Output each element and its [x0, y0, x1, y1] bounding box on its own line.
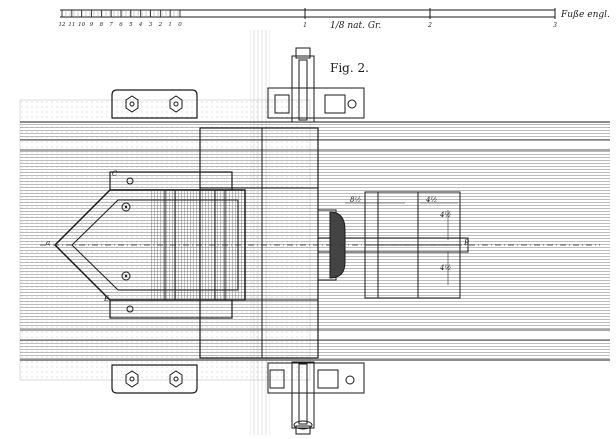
point-label-c: C [112, 170, 118, 178]
lower-beam [20, 339, 610, 361]
bottom-bolt-plate [111, 364, 198, 394]
scale-minor-tick-label: 1 [168, 22, 172, 28]
scale-minor-tick-label: 0 [178, 22, 182, 28]
dimension-lines [345, 202, 458, 285]
scale-minor-tick-label: 7 [109, 22, 113, 28]
top-right-bracket [267, 87, 365, 119]
rivet-icon [121, 202, 131, 212]
scale-minor-tick-label: 11 [68, 22, 75, 28]
tie-rod [291, 47, 315, 435]
figure-label: Fig. 2. [330, 61, 369, 75]
scale-ratio-label: 1/8 nat. Gr. [330, 21, 382, 31]
scale-major-tick-label: 2 [427, 22, 432, 29]
dimension-label-d1: 8½ [350, 196, 362, 204]
scale-minor-tick-label: 2 [158, 22, 163, 28]
rivet-icon [121, 271, 131, 281]
scale-major-tick-label: 3 [553, 22, 557, 29]
scale-unit-label: Fuße engl. [561, 10, 610, 20]
scale-minor-tick-label: 9 [90, 22, 94, 28]
dimension-label-d2: 4½ [426, 196, 438, 204]
hex-nut-icon [169, 370, 183, 388]
main-shaft [317, 209, 469, 281]
main-beam [20, 149, 610, 331]
dimension-label-d3: 4½ [440, 211, 452, 219]
point-label-a: a [46, 239, 51, 247]
hex-nut-icon [169, 95, 183, 113]
scale-minor-tick-label: 8 [100, 22, 104, 28]
scale-minor-tick-label: 12 [59, 22, 66, 28]
bottom-right-bracket [267, 362, 365, 394]
hex-nut-icon [125, 370, 139, 388]
rivet-icon [126, 177, 134, 185]
scale-minor-tick-label: 3 [149, 22, 153, 28]
scale-minor-tick-label: 6 [119, 22, 123, 28]
scale-minor-tick-label: 4 [138, 22, 143, 28]
hex-nut-icon [125, 95, 139, 113]
top-bolt-plate [111, 89, 198, 119]
rivet-icon [126, 305, 134, 313]
upper-beam [20, 121, 610, 141]
scale-minor-tick-label: 10 [78, 22, 85, 28]
dimension-label-d4: 4½ [440, 264, 452, 272]
point-label-e: E [104, 295, 110, 303]
point-label-b: B [464, 239, 470, 247]
scale-minor-tick-label: 5 [129, 22, 133, 28]
scale-major-tick-label: 1 [303, 22, 307, 29]
